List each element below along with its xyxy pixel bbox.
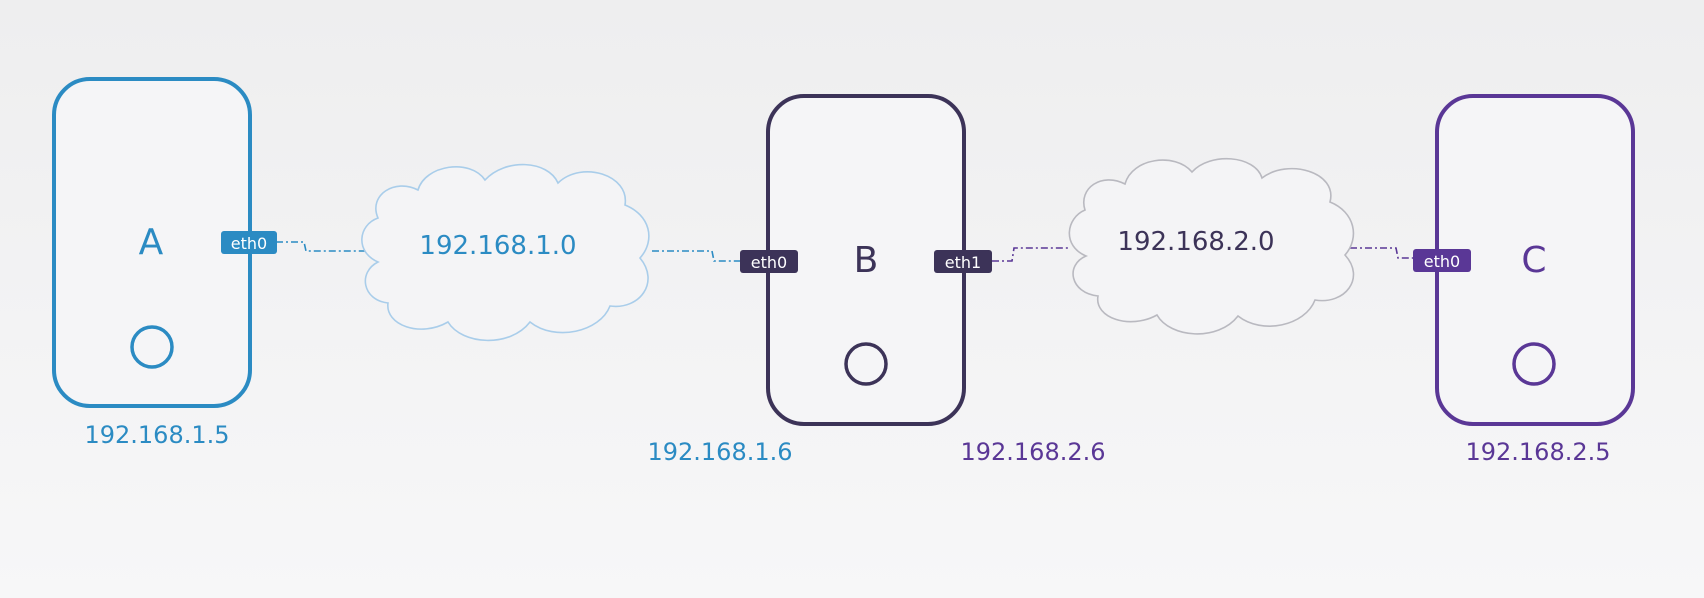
interface-b-eth0-label: eth0 xyxy=(751,253,787,272)
ip-label-b-right: 192.168.2.6 xyxy=(960,438,1105,466)
device-a[interactable]: A eth0 192.168.1.5 xyxy=(52,77,277,449)
interface-b-eth0: eth0 xyxy=(740,250,798,273)
device-b[interactable]: B eth0 eth1 192.168.1.6 192.168.2.6 xyxy=(647,94,1106,466)
ip-label-a: 192.168.1.5 xyxy=(84,421,229,449)
circle-icon xyxy=(130,325,174,369)
interface-a-eth0-label: eth0 xyxy=(231,234,267,253)
ip-label-b-left: 192.168.1.6 xyxy=(647,438,792,466)
network-label-net2: 192.168.2.0 xyxy=(1117,227,1274,257)
interface-c-eth0: eth0 xyxy=(1413,249,1471,272)
link-net2-to-c xyxy=(1350,247,1414,259)
device-c-label: C xyxy=(1521,240,1546,281)
cloud-icon xyxy=(361,163,650,342)
link-net1-to-b xyxy=(652,250,742,262)
network-label-net1: 192.168.1.0 xyxy=(419,231,576,261)
network-cloud-192-168-2-0: 192.168.2.0 xyxy=(1068,158,1355,335)
network-cloud-192-168-1-0: 192.168.1.0 xyxy=(361,163,650,342)
circle-icon xyxy=(844,342,888,386)
device-a-label: A xyxy=(139,222,164,263)
interface-c-eth0-label: eth0 xyxy=(1424,252,1460,271)
device-c[interactable]: C eth0 192.168.2.5 xyxy=(1413,94,1635,466)
link-b-to-net2 xyxy=(992,247,1068,262)
ip-label-c: 192.168.2.5 xyxy=(1465,438,1610,466)
circle-icon xyxy=(1512,342,1556,386)
interface-b-eth1-label: eth1 xyxy=(945,253,981,272)
link-a-to-net1 xyxy=(276,241,366,252)
device-b-label: B xyxy=(854,240,879,281)
interface-b-eth1: eth1 xyxy=(934,250,992,273)
interface-a-eth0: eth0 xyxy=(221,231,277,254)
cloud-icon xyxy=(1068,158,1355,335)
